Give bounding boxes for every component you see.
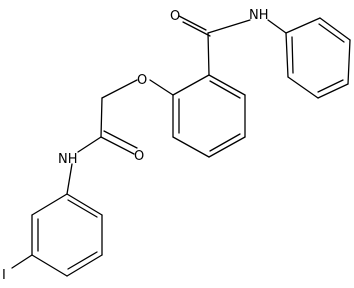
bond-phenyl-bottom-4 (31, 254, 68, 277)
bond-phenyl-top-3 (347, 39, 351, 85)
bond-carbonyl-middle-1 (100, 136, 135, 155)
bond-ring-to-ether-o (149, 79, 174, 96)
bond-phenyl-top-4 (317, 83, 349, 99)
label-oxygen-ether: O (137, 73, 147, 88)
bond-phenyl-top-2-inner (318, 23, 345, 43)
bond-carbonyl-top-1 (178, 15, 207, 31)
bond-carbonyl-top-2 (182, 21, 211, 37)
bond-phenyl-bottom-6 (31, 193, 68, 216)
bond-ch2-to-carbonyl (100, 97, 103, 138)
bond-ring-mid-6 (172, 74, 210, 96)
bond-ring-mid-1 (208, 74, 246, 96)
label-oxygen-top: O (170, 9, 180, 24)
bond-phenyl-top-6 (285, 32, 289, 78)
bond-phenyl-top-2 (319, 17, 351, 41)
atom-labels: O NH O NH O I (2, 8, 269, 283)
bond-amide-top-cn (207, 19, 251, 34)
bond-amide-top-nphenyl (267, 19, 287, 34)
label-nh-top: NH (249, 8, 269, 23)
bond-carbonyl-to-ring (207, 32, 210, 76)
bond-nh-to-aryl (66, 163, 73, 195)
bond-ring-mid-1-inner (209, 80, 241, 99)
bond-phenyl-top-5 (287, 76, 319, 99)
bond-phenyl-bottom-3-inner (67, 251, 98, 270)
bond-phenyl-bottom-1 (66, 193, 103, 216)
bond-phenyl-top-4-inner (317, 79, 344, 93)
bond-phenyl-bottom-1-inner (67, 199, 98, 218)
bond-ring-mid-3-inner (209, 133, 241, 152)
bond-ring-to-iodine (11, 254, 33, 269)
bond-ether-o-to-ch2 (101, 79, 138, 99)
bond-lines (11, 15, 351, 277)
bond-carbonyl-to-nh (77, 136, 102, 153)
bond-phenyl-top-6-inner (291, 36, 294, 74)
label-nh-left: NH (58, 152, 78, 167)
bond-phenyl-bottom-3 (66, 254, 103, 277)
bond-ring-mid-4 (172, 136, 210, 158)
label-oxygen-middle: O (134, 149, 144, 164)
bond-carbonyl-middle-2 (103, 130, 138, 149)
bond-phenyl-top-1 (285, 17, 321, 34)
bond-ring-mid-3 (208, 136, 246, 158)
label-iodine: I (2, 268, 6, 283)
